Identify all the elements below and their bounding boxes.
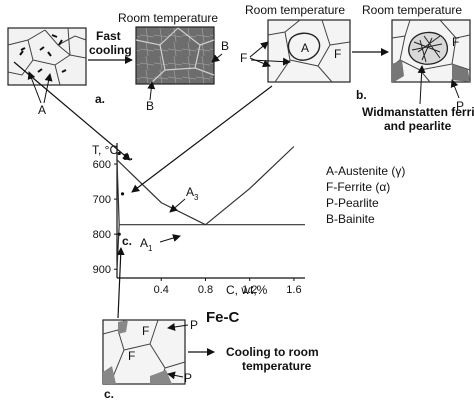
micrograph-austenite-step-label: a.	[95, 92, 105, 106]
micrograph-ferrite-austenite-phase-a: A	[301, 41, 309, 55]
series-line-acm	[205, 146, 295, 226]
x-tick-label: 0.8	[198, 284, 213, 296]
link-point-c-to-micrograph	[116, 247, 125, 319]
micrograph-ferrite-pearlite-phase-p-top: P	[190, 318, 198, 332]
curve-a3-label: A3	[186, 185, 199, 202]
y-tick-label: 600	[93, 159, 111, 171]
micrograph-bainite-phase-label: B	[146, 99, 154, 113]
micrograph-bainite: Room temperature B B	[118, 11, 229, 113]
fe-c-phase-diagram: T, °C Fe-C C, wt,% 900 800 700 600 0.4 0.8 1.2…	[92, 143, 305, 326]
micrograph-ferrite-austenite-caption: Room temperature	[245, 3, 345, 17]
x-tick-label: 1.2	[242, 284, 257, 296]
micrograph-widmanstatten: Room temperature F P Widmanstatten ferri…	[362, 3, 474, 133]
x-tick-label: 0.4	[154, 284, 169, 296]
fast-cooling-label-line1: Fast	[96, 29, 121, 43]
micrograph-austenite: A a.	[7, 27, 105, 117]
legend: A-Austenite (γ) F-Ferrite (α) P-Pearlite…	[326, 164, 405, 226]
micrograph-austenite-phase-label: A	[38, 103, 46, 117]
cooling-point-3	[117, 232, 121, 236]
cooling-point-2	[120, 192, 125, 196]
micrograph-bainite-caption: Room temperature	[118, 11, 218, 25]
micrograph-ferrite-pearlite-phase-f-main: F	[128, 349, 135, 363]
link-ferrite-austenite-to-point-b	[131, 85, 273, 193]
cooling-to-room-arrow: Cooling to room temperature	[188, 345, 319, 373]
legend-item-ferrite: F-Ferrite (α)	[326, 180, 390, 194]
x-axis-label: C, wt,%	[226, 283, 268, 297]
series-line-a3	[116, 159, 206, 226]
cooling-to-room-line2: temperature	[242, 359, 312, 373]
micrograph-bainite-side-label: B	[221, 39, 229, 53]
cooling-to-room-line1: Cooling to room	[226, 345, 319, 359]
micrograph-widmanstatten-phase-f: F	[452, 35, 459, 49]
micrograph-widmanstatten-phase-p: P	[456, 99, 464, 113]
x-tick-label: 1.6	[286, 284, 301, 296]
legend-item-pearlite: P-Pearlite	[326, 196, 379, 210]
micrograph-ferrite-pearlite-phase-p-bottom: P	[184, 371, 192, 385]
micrograph-widmanstatten-caption: Room temperature	[362, 3, 462, 17]
y-tick-label: 700	[93, 194, 111, 206]
micrograph-ferrite-austenite-phase-f-left: F	[240, 51, 247, 65]
micrograph-ferrite-austenite-phase-f: F	[334, 47, 341, 61]
cooling-point-1	[117, 151, 121, 156]
y-tick-label: 900	[93, 264, 111, 276]
micrograph-ferrite-pearlite-phase-f-top: F	[142, 324, 149, 338]
micrograph-widmanstatten-note-line2: and pearlite	[384, 119, 452, 133]
point-c-label: c.	[122, 234, 132, 248]
legend-item-bainite: B-Bainite	[326, 212, 375, 226]
series-line-ferrite-solvus	[116, 224, 120, 270]
y-tick-label: 800	[93, 229, 111, 241]
y-axis-label: T, °C	[92, 143, 118, 157]
micrograph-ferrite-pearlite-step-label: c.	[104, 387, 114, 400]
series-line-ferrite-boundary	[116, 159, 120, 225]
micrograph-ferrite-austenite-step-label: b.	[356, 88, 367, 102]
micrograph-ferrite-pearlite: F F P P c.	[102, 318, 198, 400]
fast-cooling-label-line2: cooling	[89, 43, 132, 57]
micrograph-widmanstatten-note-line1: Widmanstatten ferrite	[362, 105, 474, 119]
link-austenite-to-point-a	[13, 61, 131, 161]
legend-item-austenite: A-Austenite (γ)	[326, 164, 405, 178]
curve-a1-label: A1	[140, 236, 153, 253]
system-label: Fe-C	[206, 309, 240, 326]
micrograph-ferrite-austenite: Room temperature A F F b.	[240, 3, 367, 102]
fast-cooling-arrow: Fast cooling	[88, 29, 133, 64]
